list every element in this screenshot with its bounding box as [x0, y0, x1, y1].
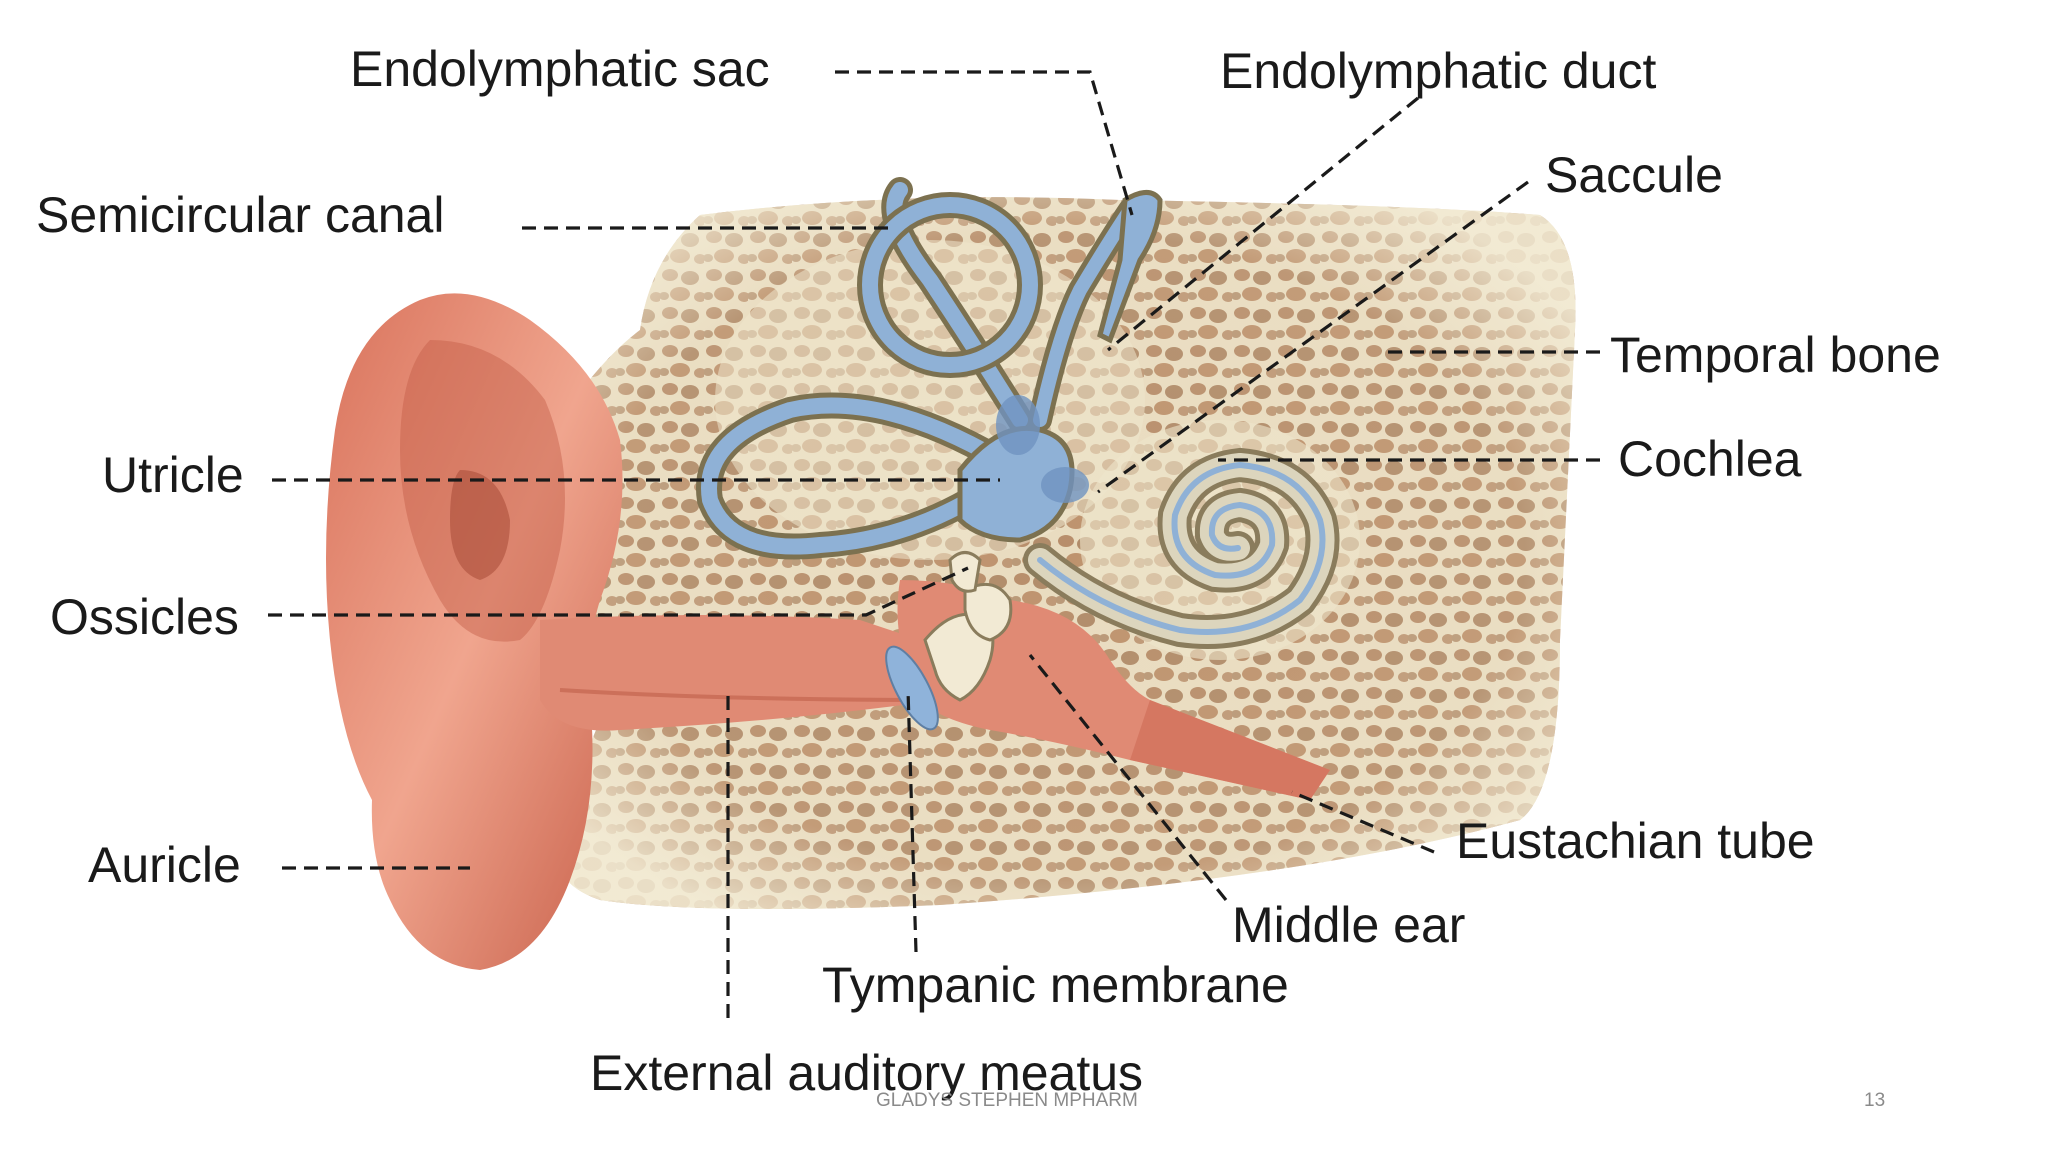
- cochlea-shape: [1023, 447, 1340, 649]
- label-ossicles: Ossicles: [50, 589, 239, 645]
- label-saccule: Saccule: [1545, 147, 1723, 203]
- label-eustachian-tube: Eustachian tube: [1456, 813, 1815, 869]
- semicircular-canals-shape: [696, 177, 1142, 560]
- labels: Endolymphatic sac Endolymphatic duct Sem…: [36, 41, 1941, 1101]
- label-semicircular-canal: Semicircular canal: [36, 187, 444, 243]
- leader-endolymphatic-duct: [1106, 96, 1420, 352]
- label-external-auditory-meatus: External auditory meatus: [590, 1045, 1143, 1101]
- leader-saccule: [1097, 180, 1529, 494]
- endolymphatic-sac-shape: [1097, 190, 1163, 344]
- middle-ear-shape: [897, 580, 1330, 800]
- label-utricle: Utricle: [102, 447, 244, 503]
- leader-lines: [268, 70, 1600, 1018]
- label-auricle: Auricle: [88, 837, 241, 893]
- label-tympanic-membrane: Tympanic membrane: [822, 957, 1289, 1013]
- label-middle-ear: Middle ear: [1232, 897, 1465, 953]
- auricle-shape: [326, 293, 623, 970]
- ossicles-shape: [923, 551, 1013, 702]
- footer-author: GLADYS STEPHEN MPHARM: [876, 1090, 1138, 1111]
- label-endolymphatic-sac: Endolymphatic sac: [350, 41, 770, 97]
- label-endolymphatic-duct: Endolymphatic duct: [1220, 43, 1656, 99]
- leader-middle-ear: [1028, 654, 1228, 901]
- label-temporal-bone: Temporal bone: [1610, 327, 1941, 383]
- footer-page-number: 13: [1864, 1090, 1885, 1111]
- ear-canal-shape: [540, 615, 941, 731]
- leader-endolymphatic-sac: [835, 70, 1134, 216]
- leader-eustachian-tube: [1291, 790, 1435, 854]
- leader-ossicles: [268, 566, 969, 617]
- tympanic-membrane-shape: [885, 645, 939, 731]
- label-cochlea: Cochlea: [1618, 431, 1802, 487]
- vestibule-shape: [957, 395, 1089, 543]
